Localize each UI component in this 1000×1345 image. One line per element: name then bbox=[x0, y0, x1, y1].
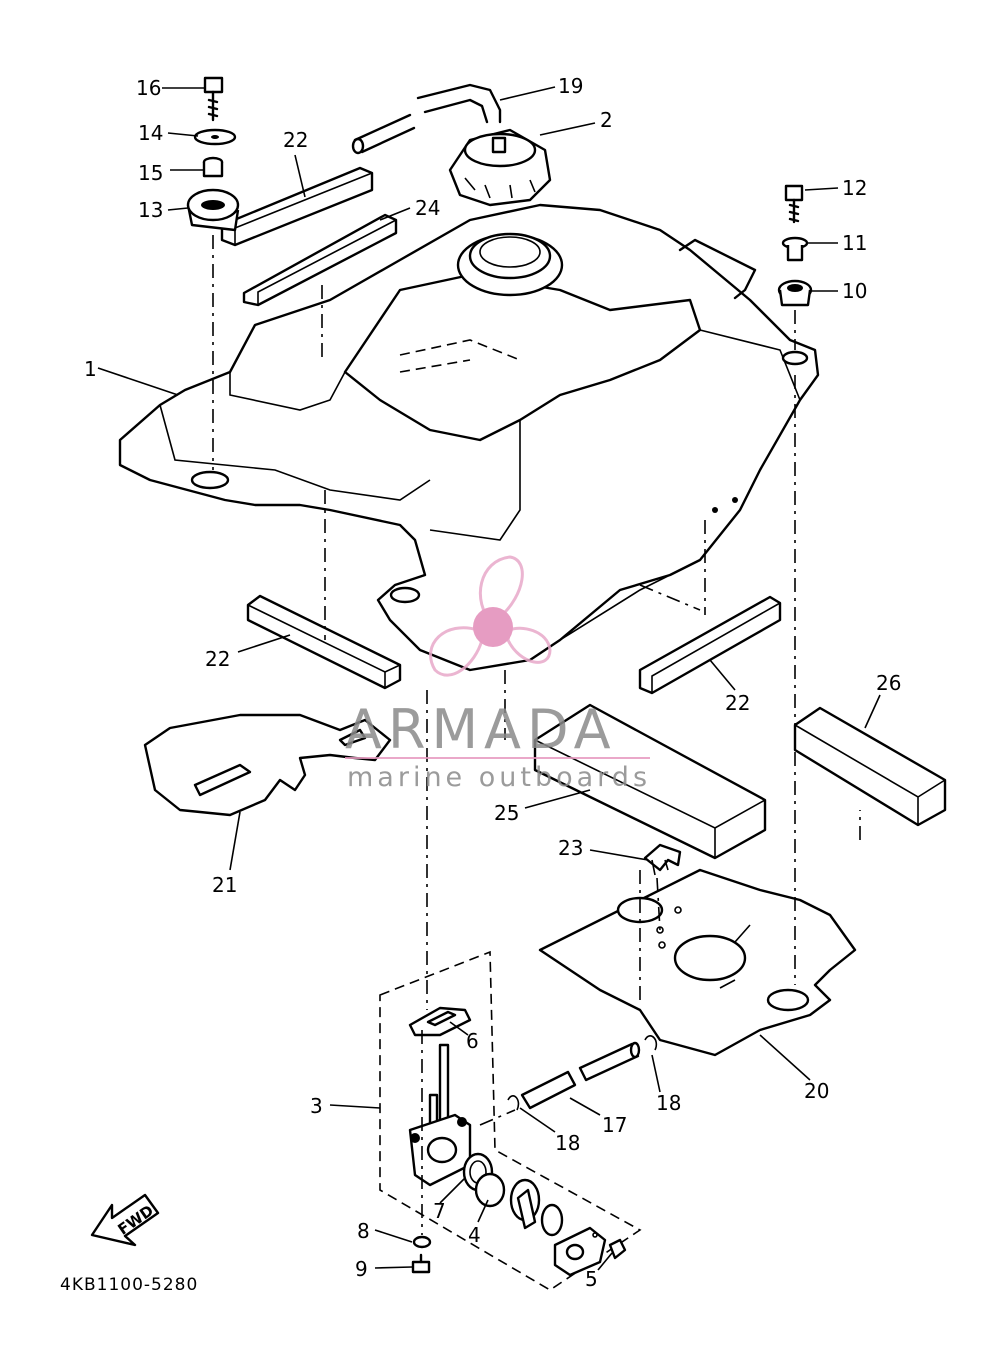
callout-19: 19 bbox=[558, 74, 583, 98]
callout-18-right: 18 bbox=[656, 1091, 681, 1115]
fuel-tank bbox=[118, 203, 820, 672]
callout-10: 10 bbox=[842, 279, 867, 303]
callout-25: 25 bbox=[494, 801, 519, 825]
clip-18-upper bbox=[644, 1035, 658, 1051]
washer-14 bbox=[193, 128, 237, 146]
armada-watermark: ARMADA marine outboards bbox=[345, 555, 651, 793]
gasket-6 bbox=[408, 1006, 472, 1037]
callout-5: 5 bbox=[585, 1267, 598, 1291]
callout-3: 3 bbox=[310, 1094, 323, 1118]
callout-11: 11 bbox=[842, 231, 867, 255]
grommet-13 bbox=[186, 188, 240, 232]
fuel-cap bbox=[448, 128, 552, 207]
clip-18-lower bbox=[507, 1095, 520, 1111]
fuel-cock-group-box bbox=[379, 950, 642, 1291]
grommet-10 bbox=[777, 279, 813, 307]
callout-22-top: 22 bbox=[283, 128, 308, 152]
callout-6: 6 bbox=[466, 1029, 479, 1053]
damper-block-26 bbox=[793, 706, 947, 827]
assembly-lines bbox=[212, 235, 861, 1235]
plate-21 bbox=[143, 713, 392, 817]
watermark-brand: ARMADA bbox=[345, 698, 617, 761]
fwd-arrow-icon: FWD bbox=[90, 1193, 160, 1247]
callout-9: 9 bbox=[355, 1257, 368, 1281]
callout-18-left: 18 bbox=[555, 1131, 580, 1155]
washer-8 bbox=[412, 1235, 432, 1249]
damper-block-25 bbox=[533, 703, 767, 860]
damper-strip-bottom-right bbox=[638, 595, 782, 695]
callout-16: 16 bbox=[136, 76, 161, 100]
callout-24: 24 bbox=[415, 196, 440, 220]
callout-2: 2 bbox=[600, 108, 613, 132]
o-ring-4 bbox=[474, 1172, 506, 1208]
bolt-16 bbox=[203, 76, 224, 122]
callout-12: 12 bbox=[842, 176, 867, 200]
fuel-cock-body bbox=[408, 1043, 472, 1187]
callout-22-right: 22 bbox=[725, 691, 750, 715]
clip-23 bbox=[643, 843, 682, 876]
callout-1: 1 bbox=[84, 357, 97, 381]
callout-4: 4 bbox=[468, 1223, 481, 1247]
plate-20 bbox=[538, 868, 857, 1057]
damper-strip-bottom-left bbox=[246, 594, 402, 690]
callout-17: 17 bbox=[602, 1113, 627, 1137]
callout-13: 13 bbox=[138, 198, 163, 222]
collar-11 bbox=[781, 236, 809, 262]
callout-23: 23 bbox=[558, 836, 583, 860]
leader-lines bbox=[97, 86, 881, 1271]
callout-20: 20 bbox=[804, 1079, 829, 1103]
callout-7: 7 bbox=[433, 1199, 446, 1223]
screw-9 bbox=[411, 1253, 431, 1274]
callouts: 16 14 15 13 22 24 19 2 12 11 10 1 22 22 … bbox=[84, 74, 901, 1291]
callout-22-left: 22 bbox=[205, 647, 230, 671]
callout-21: 21 bbox=[212, 873, 237, 897]
collar-15 bbox=[202, 156, 224, 178]
part-code: 4KB1100-5280 bbox=[60, 1275, 198, 1295]
callout-15: 15 bbox=[138, 161, 163, 185]
watermark-tagline: marine outboards bbox=[347, 762, 651, 793]
callout-26: 26 bbox=[876, 671, 901, 695]
callout-14: 14 bbox=[138, 121, 163, 145]
lever bbox=[509, 1178, 564, 1237]
callout-8: 8 bbox=[357, 1219, 370, 1243]
fuel-hose-17 bbox=[520, 1041, 641, 1110]
bolt-12 bbox=[784, 184, 804, 224]
propeller-logo-icon bbox=[429, 555, 552, 677]
breather-hose bbox=[351, 83, 502, 155]
plate-5 bbox=[553, 1226, 627, 1277]
damper-strip-24 bbox=[242, 213, 398, 307]
